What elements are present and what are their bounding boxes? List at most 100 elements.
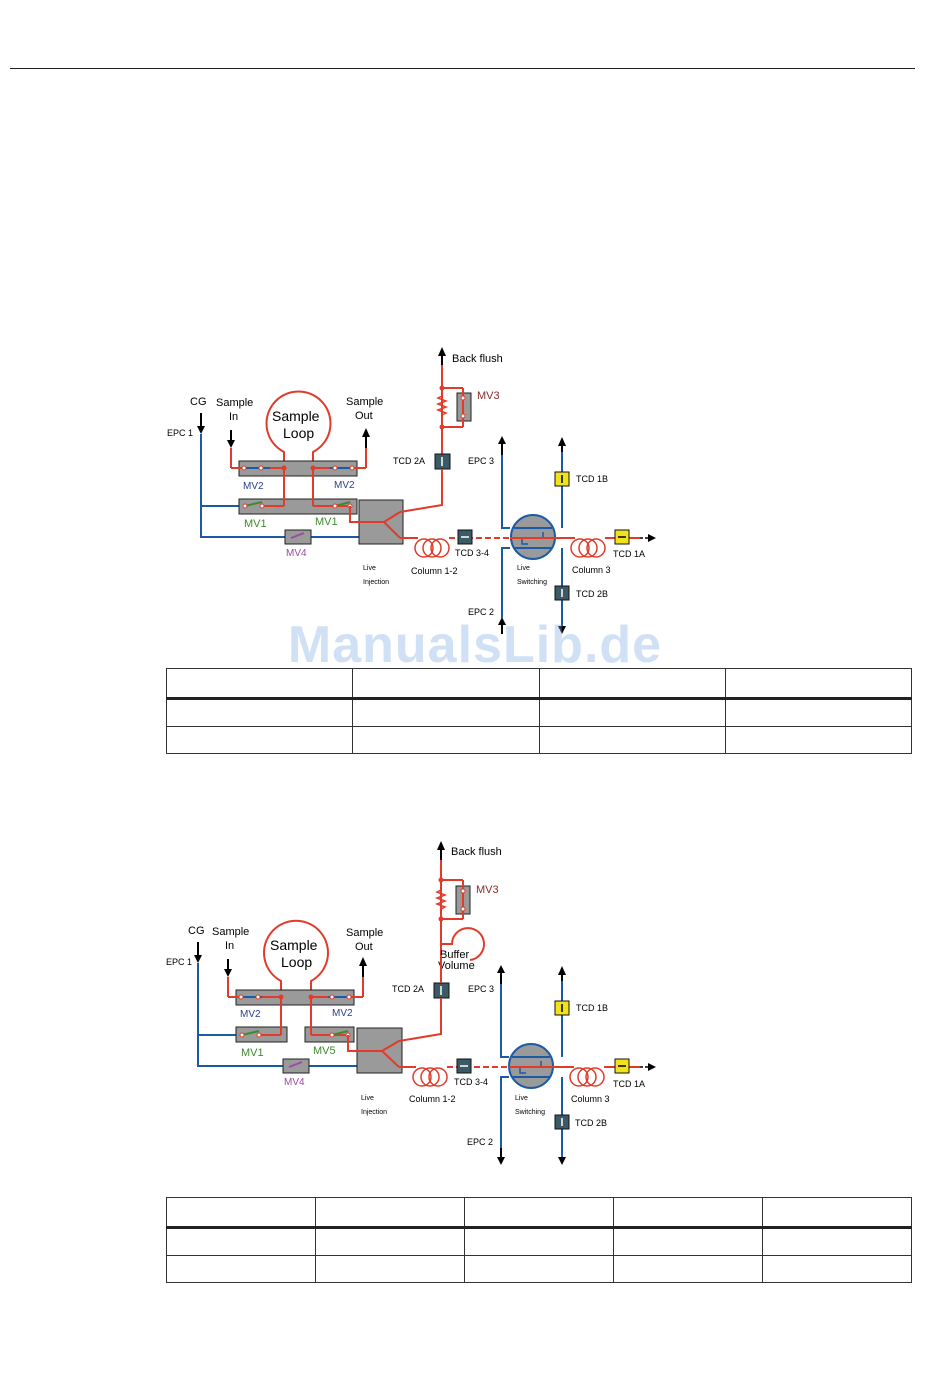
mv2-left-label: MV2 (240, 1009, 261, 1020)
table-2-header-cell (762, 1197, 912, 1229)
restrictor-icon (434, 882, 448, 918)
flow-diagram-1: Back flush MV3 TCD 2A CG EPC 1 Sample In… (167, 347, 656, 634)
table-2-header-cell (166, 1197, 316, 1229)
buffer-volume-label-2: Volume (438, 960, 475, 972)
tcd-3-4-label: TCD 3-4 (455, 548, 489, 558)
back-flush-label: Back flush (452, 353, 503, 365)
table-2-header-cell (464, 1197, 614, 1229)
epc1-label: EPC 1 (166, 957, 192, 967)
table-1-cell (165, 726, 354, 754)
table-1-cell (724, 698, 913, 727)
table-2-cell (762, 1227, 912, 1256)
column-3-label: Column 3 (571, 1094, 610, 1104)
tcd-2a-label: TCD 2A (392, 984, 424, 994)
mv1-right-label: MV1 (315, 516, 338, 528)
tcd-1a-label: TCD 1A (613, 549, 645, 559)
sample-out-label-2: Out (355, 410, 373, 422)
sample-out-label-1: Sample (346, 927, 383, 939)
sample-in-label-1: Sample (216, 397, 253, 409)
mv1-valve-bar (238, 498, 358, 515)
sample-loop (265, 390, 332, 467)
flow-diagram-2: Back flush MV3 Buffer Volume TCD 2A CG E… (166, 841, 656, 1165)
restrictor-icon (435, 390, 449, 425)
live-injection-label-2: Injection (363, 579, 389, 586)
sample-out-label-1: Sample (346, 396, 383, 408)
table-1 (165, 668, 913, 754)
column-1-2-label: Column 1-2 (409, 1094, 456, 1104)
mv4-label: MV4 (286, 548, 307, 559)
table-1-header-cell (165, 668, 354, 700)
live-injection-label-1: Live (363, 565, 376, 572)
table-2-cell (762, 1255, 912, 1283)
tcd-1b-label: TCD 1B (576, 474, 608, 484)
table-1-cell (352, 726, 540, 754)
table-2-cell (166, 1255, 316, 1283)
sample-loop-label-2: Loop (283, 425, 314, 441)
table-2-cell (166, 1227, 316, 1256)
sample-loop-label-1: Sample (272, 408, 320, 424)
table-2-header-cell (315, 1197, 465, 1229)
tcd-3-4-label: TCD 3-4 (454, 1077, 488, 1087)
mv3-label: MV3 (476, 884, 499, 896)
mv2-right-label: MV2 (334, 480, 355, 491)
column-1-2-coil (414, 538, 450, 558)
mv2-right-label: MV2 (332, 1008, 353, 1019)
sample-loop-label-2: Loop (281, 954, 312, 970)
mv4-label: MV4 (284, 1077, 305, 1088)
column-1-2-label: Column 1-2 (411, 566, 458, 576)
mv1-left-label: MV1 (244, 518, 267, 530)
tcd-1b-label: TCD 1B (576, 1003, 608, 1013)
epc2-label: EPC 2 (468, 607, 494, 617)
table-1-header-cell (352, 668, 540, 700)
live-switching-label-1: Live (517, 565, 530, 572)
live-injection-label-2: Injection (361, 1109, 387, 1116)
buffer-volume-loop (441, 927, 485, 961)
epc3-label: EPC 3 (468, 456, 494, 466)
mv4-valve (284, 529, 312, 545)
cg-label: CG (188, 925, 205, 937)
column-3-label: Column 3 (572, 565, 611, 575)
sample-in-label-2: In (229, 411, 238, 423)
header-rule (10, 68, 915, 69)
mv4-valve (282, 1058, 310, 1074)
epc1-label: EPC 1 (167, 428, 193, 438)
mv3-label: MV3 (477, 390, 500, 402)
back-flush-label: Back flush (451, 846, 502, 858)
table-1-cell (724, 726, 913, 754)
sample-loop-label-1: Sample (270, 937, 318, 953)
tcd-2b-label: TCD 2B (576, 589, 608, 599)
column-3-coil (570, 538, 606, 558)
table-1-header-cell (724, 668, 913, 700)
mv1-label: MV1 (241, 1047, 264, 1059)
tcd-2b-label: TCD 2B (575, 1118, 607, 1128)
table-1-cell (538, 698, 726, 727)
table-1-cell (538, 726, 726, 754)
tcd-1a-label: TCD 1A (613, 1079, 645, 1089)
epc2-label: EPC 2 (467, 1137, 493, 1147)
column-3-coil (569, 1067, 605, 1087)
live-switching-label-1: Live (515, 1095, 528, 1102)
column-1-2-coil (412, 1067, 448, 1087)
table-2-cell (613, 1255, 763, 1283)
mv2-left-label: MV2 (243, 481, 264, 492)
watermark: ManualsLib.de (287, 616, 663, 674)
live-switching-label-2: Switching (515, 1109, 545, 1116)
table-2 (166, 1197, 912, 1283)
table-1-cell (352, 698, 540, 727)
table-1-cell (165, 698, 354, 727)
live-injection-label-1: Live (361, 1095, 374, 1102)
back-flush-arrow-head (438, 347, 446, 356)
live-switching-label-2: Switching (517, 579, 547, 586)
table-2-cell (613, 1227, 763, 1256)
cg-label: CG (190, 396, 207, 408)
tcd-2a-label: TCD 2A (393, 456, 425, 466)
sample-in-label-2: In (225, 940, 234, 952)
mv5-label: MV5 (313, 1045, 336, 1057)
table-2-header-cell (613, 1197, 763, 1229)
table-1-header-cell (538, 668, 726, 700)
sample-loop (263, 919, 329, 996)
epc3-label: EPC 3 (468, 984, 494, 994)
sample-in-label-1: Sample (212, 926, 249, 938)
table-2-cell (315, 1227, 465, 1256)
table-2-cell (464, 1255, 614, 1283)
